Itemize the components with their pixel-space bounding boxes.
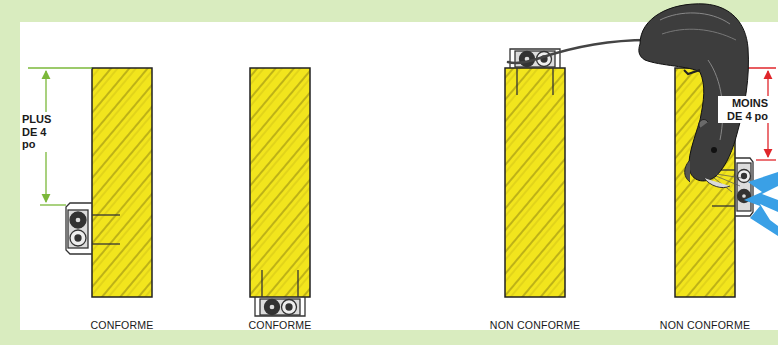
circle-shape [742,194,747,199]
path-shape [660,13,730,24]
circle-shape [738,170,751,183]
rect-shape [92,68,152,297]
rect-shape [250,68,310,297]
path-shape [662,29,736,40]
circle-shape [75,217,81,223]
bolt [744,172,778,236]
line-shape [92,243,120,244]
line-shape [756,159,776,160]
caption-label: NON CONFORME [650,319,760,332]
rect-shape [505,68,565,297]
line-shape [92,214,120,215]
line-shape [297,270,298,297]
rect-shape [737,163,751,211]
caption-label: NON CONFORME [480,319,590,332]
circle-shape [286,304,292,310]
path-shape [66,203,92,254]
rect-shape [68,210,88,248]
path-shape [735,158,753,216]
rect-shape [20,22,778,330]
doors [92,68,735,297]
path-shape [508,40,648,63]
circle-shape [75,235,81,241]
dimension-label: PLUS DE 4 po [20,112,64,152]
circle-shape [265,300,280,315]
caption-label: CONFORME [225,319,335,332]
sweep2 [255,270,305,316]
path-shape [704,178,730,188]
line-shape [28,67,92,68]
circle-shape [70,212,86,228]
path-shape [685,160,690,182]
caption-label: CONFORME [67,319,177,332]
line-shape [40,204,66,205]
path-shape [255,297,305,316]
circle-shape [711,147,717,153]
rect-shape [260,299,300,315]
sweep3 [510,49,560,95]
path-shape [639,4,749,181]
line-shape [712,205,735,206]
dimension-label: MOINS DE 4 po [718,96,770,123]
line-shape [261,270,262,297]
circle-shape [742,174,747,179]
circle-shape [282,300,297,315]
circle-shape [520,52,535,67]
rat [508,4,748,192]
sweep1 [66,203,120,254]
circle-shape [70,230,86,246]
circle-shape [269,304,275,310]
path-shape [684,70,700,74]
line-shape [552,68,553,95]
path-shape [699,120,708,128]
line-shape [516,68,517,95]
